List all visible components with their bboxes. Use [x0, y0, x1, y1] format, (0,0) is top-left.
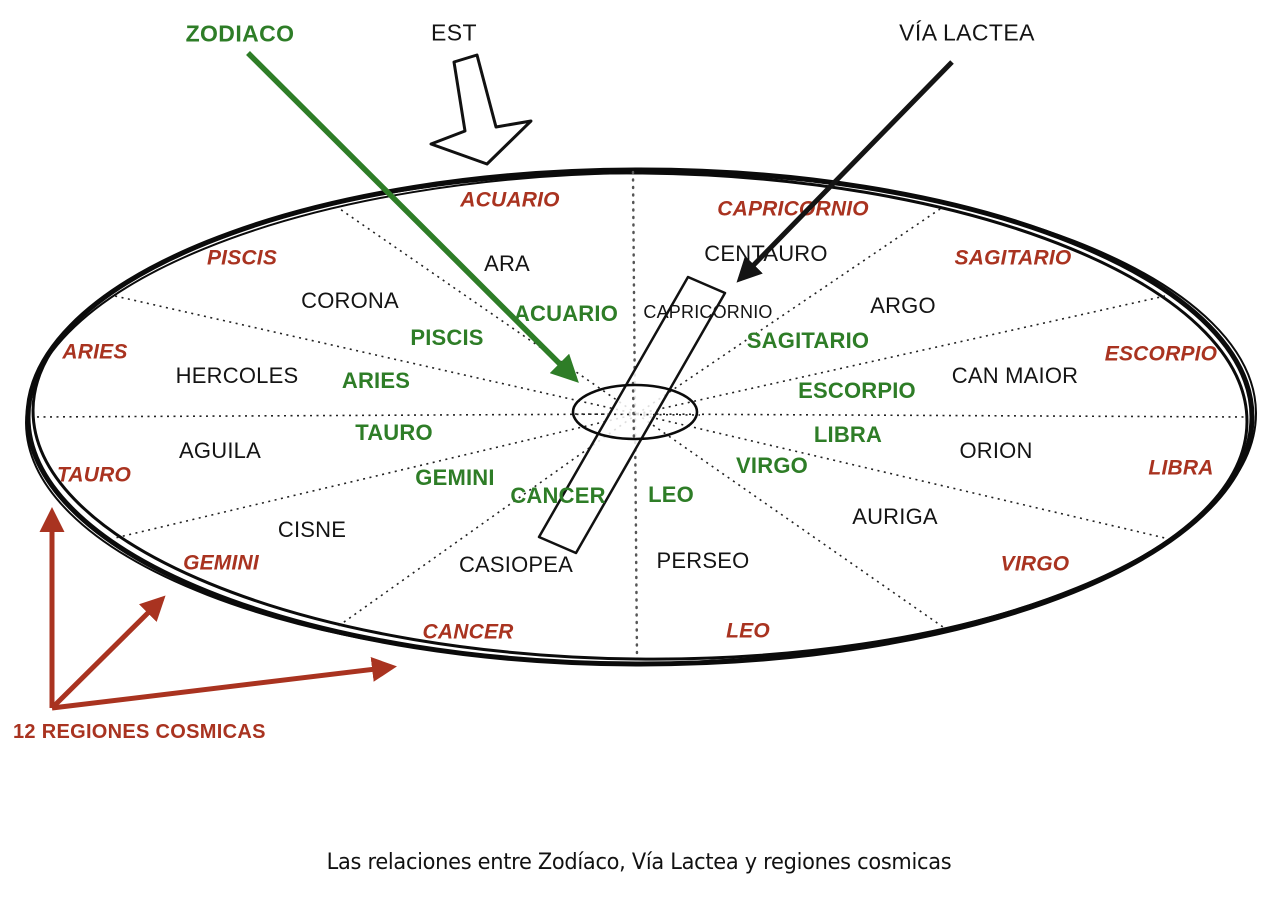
constellation-label: ARGO	[870, 293, 936, 318]
center-line-overlap	[574, 381, 701, 444]
cosmic-region-label: TAURO	[56, 463, 132, 487]
cosmic-region-label: PISCIS	[206, 246, 278, 270]
center-ellipse	[571, 383, 699, 441]
zodiac-sign-label: GEMINI	[415, 465, 495, 490]
constellation-label: CASIOPEA	[458, 552, 574, 577]
zodiac-sign-label: SAGITARIO	[746, 328, 870, 353]
zodiac-sign-label: ARIES	[341, 368, 411, 393]
constellation-label: ARA	[484, 251, 530, 276]
cosmic-disc-ellipse	[25, 167, 1257, 667]
zodiac-sign-label: CANCER	[510, 483, 606, 508]
milky-way-band	[537, 275, 727, 555]
constellation-label: ORION	[959, 438, 1033, 463]
via-lactea-annotation: VÍA LACTEA	[899, 19, 1035, 46]
constellation-label: PERSEO	[656, 548, 750, 573]
cosmic-region-label: ARIES	[62, 340, 128, 364]
constellation-label: HERCOLES	[175, 363, 299, 388]
zodiac-sign-label: ESCORPIO	[798, 378, 916, 403]
milky-way-band-label: CAPRICORNIO	[643, 302, 773, 322]
meridian-line	[631, 170, 639, 661]
cosmic-region-label: LEO	[726, 619, 770, 643]
caption: Las relaciones entre Zodíaco, Vía Lactea…	[326, 850, 952, 875]
regiones-cosmicas-annotation: 12 REGIONES COSMICAS	[13, 721, 266, 743]
cosmic-region-label: CAPRICORNIO	[717, 197, 869, 221]
cosmic-region-label: SAGITARIO	[954, 246, 1072, 270]
cosmic-region-label: VIRGO	[1000, 552, 1070, 576]
zodiac-sign-label: PISCIS	[410, 325, 484, 350]
cosmic-region-label: CANCER	[422, 620, 514, 644]
cosmic-region-label: GEMINI	[183, 551, 259, 575]
cosmic-region-label: ESCORPIO	[1104, 342, 1218, 366]
zodiac-sign-label: VIRGO	[736, 453, 808, 478]
cosmic-region-label: ACUARIO	[460, 188, 560, 212]
zodiac-sign-label: TAURO	[355, 420, 433, 445]
constellation-label: CISNE	[277, 517, 347, 542]
constellation-label: CAN MAIOR	[951, 363, 1079, 388]
constellation-label: CENTAURO	[704, 241, 828, 266]
constellation-label: AGUILA	[179, 438, 261, 463]
constellation-label: AURIGA	[852, 504, 938, 529]
zodiac-sign-label: LIBRA	[813, 422, 883, 447]
est-annotation: EST	[431, 19, 477, 46]
zodiac-sign-label: LEO	[648, 482, 694, 507]
constellation-label: CORONA	[301, 288, 399, 313]
zodiaco-annotation: ZODIACO	[185, 20, 295, 47]
cosmic-region-label: LIBRA	[1148, 456, 1214, 480]
zodiac-sign-label: ACUARIO	[513, 301, 619, 326]
